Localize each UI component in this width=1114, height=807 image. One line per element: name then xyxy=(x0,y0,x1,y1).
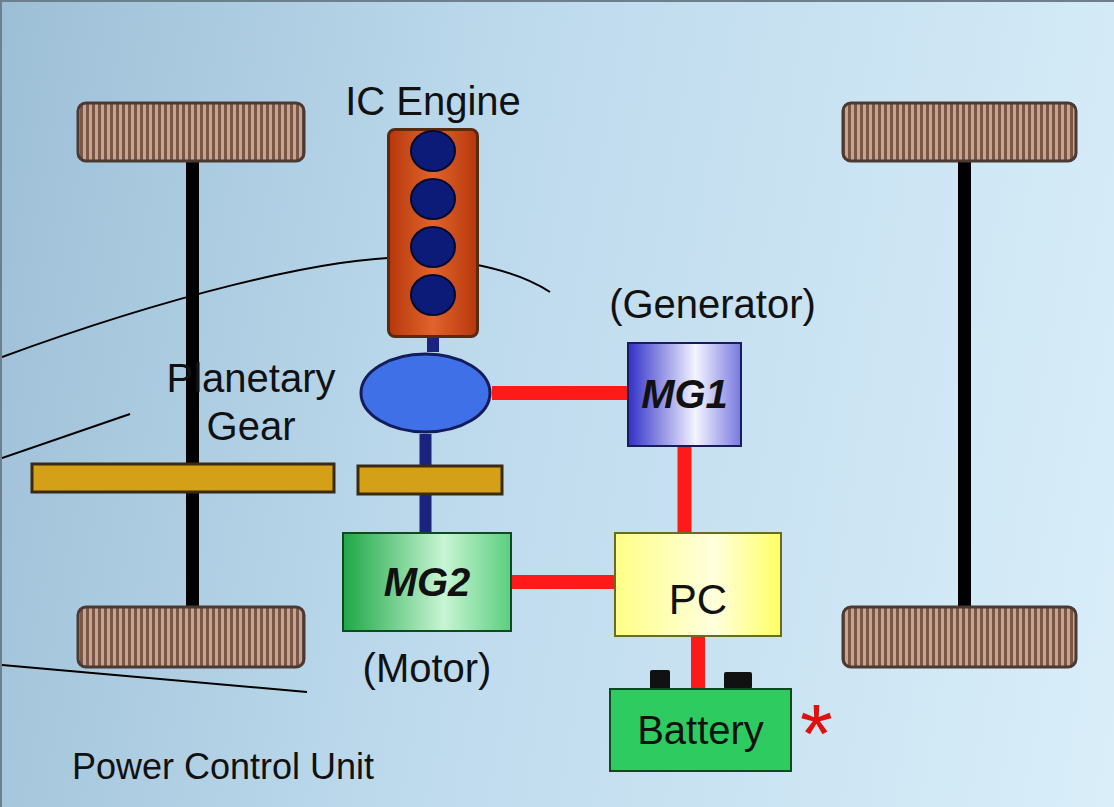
power-link xyxy=(492,386,627,400)
text-holder: Battery xyxy=(611,690,790,770)
engine-label: IC Engine xyxy=(345,79,521,124)
gear-label: Planetary Gear xyxy=(135,354,367,450)
text-holder: PC xyxy=(616,534,780,635)
motor-box: MG2(Motor) xyxy=(342,532,512,632)
power-link xyxy=(678,447,692,532)
pc-label: PC xyxy=(669,576,727,624)
asterisk-mark: * xyxy=(800,692,833,776)
motor-name: MG1 xyxy=(641,372,728,417)
shaft-link xyxy=(427,338,439,352)
role-label: (Motor) xyxy=(363,646,492,691)
planetary-gear: Planetary Gear xyxy=(359,352,492,434)
power-link xyxy=(512,575,614,589)
generator-box: (Generator)MG1 xyxy=(627,342,742,447)
gear-ellipse xyxy=(359,352,492,434)
motor-name: MG2 xyxy=(384,560,471,605)
wheel xyxy=(78,103,1076,667)
battery-label: Battery xyxy=(637,708,764,753)
engine-box: IC Engine xyxy=(387,128,479,338)
gear-bar xyxy=(32,464,502,494)
power-control-box: PC xyxy=(614,532,782,637)
axle xyxy=(958,132,971,642)
role-label: (Generator) xyxy=(609,282,816,327)
text-holder: MG2 xyxy=(344,534,510,630)
power-link xyxy=(691,637,705,688)
cylinder-drawing xyxy=(390,131,476,335)
text-holder: MG1 xyxy=(629,344,740,445)
battery-box: Battery xyxy=(609,688,792,772)
caption-label: Power Control Unit xyxy=(72,746,374,788)
